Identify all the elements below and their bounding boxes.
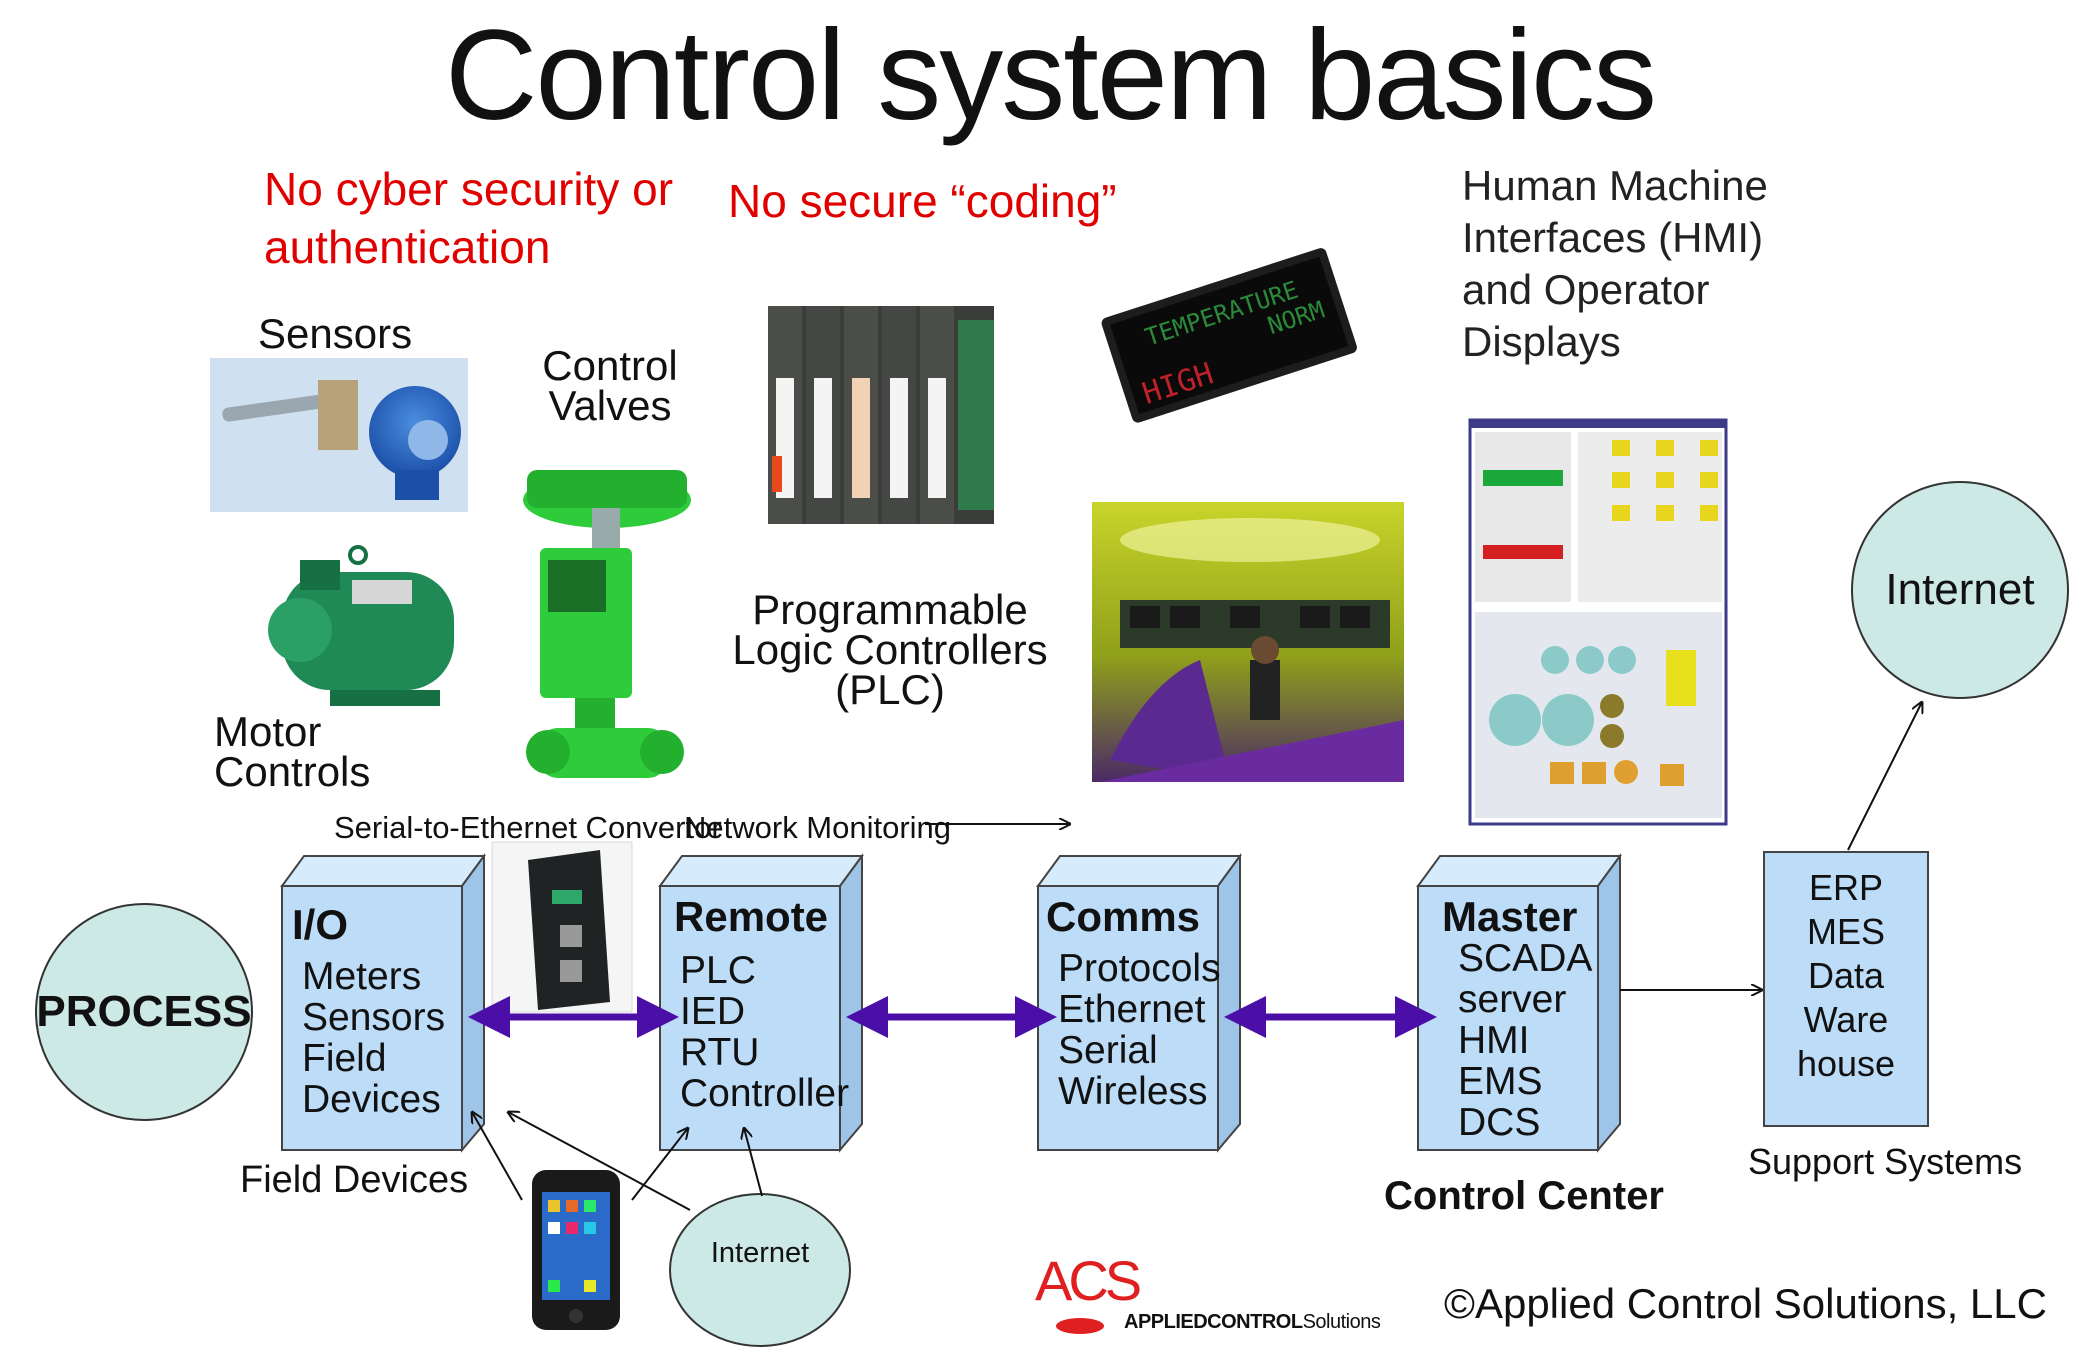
remote-item: Controller	[680, 1072, 850, 1115]
converter-photo	[491, 841, 633, 1013]
io-box-items: Meters Sensors Field Devices	[302, 956, 445, 1120]
label-line: Interfaces (HMI)	[1462, 214, 1764, 261]
label-line: Control	[542, 342, 678, 389]
internet-io-arrow	[508, 1112, 691, 1211]
master-item: EMS	[1458, 1060, 1543, 1103]
comms-item: Serial	[1058, 1029, 1158, 1072]
master-box-items: SCADA server HMI EMS DCS	[1458, 938, 1592, 1143]
support-item: ERP	[1808, 867, 1884, 908]
master-item: DCS	[1458, 1101, 1541, 1144]
support-box-items: ERP MES Data Ware house	[1764, 866, 1928, 1086]
label-network-monitoring: Network Monitoring	[684, 810, 952, 845]
warning-no-cyber-security: No cyber security or authentication	[264, 160, 673, 276]
acs-logo: ACS	[1035, 1249, 1144, 1334]
label-support-systems: Support Systems	[1748, 1141, 2023, 1182]
remote-box	[658, 852, 864, 1153]
hmi-screen-photo	[1468, 418, 1728, 826]
logo-text-bold: APPLIEDCONTROL	[1124, 1311, 1303, 1333]
label-control-center: Control Center	[1384, 1174, 1664, 1218]
process-label: PROCESS	[36, 987, 252, 1036]
process-node	[35, 903, 253, 1121]
control-valve-photo	[523, 470, 691, 778]
label-serial-to-ethernet: Serial-to-Ethernet Convertor	[334, 810, 722, 845]
comms-box	[1036, 852, 1242, 1153]
label-field-devices: Field Devices	[240, 1159, 469, 1201]
label-line: Motor	[214, 708, 322, 755]
support-item: Data	[1807, 955, 1885, 996]
label-line: Valves	[548, 382, 672, 429]
io-item: Meters	[302, 955, 422, 998]
plc-rack-photo	[768, 306, 994, 524]
io-box-header: I/O	[292, 901, 349, 948]
logo-text-light: Solutions	[1302, 1311, 1381, 1333]
label-control-valves: Control Valves	[530, 342, 690, 429]
logo-wordmark: APPLIEDCONTROLSolutions	[1124, 1310, 1381, 1334]
label-motor-controls: Motor Controls	[214, 708, 371, 795]
comms-item: Protocols	[1058, 947, 1221, 990]
label-line: (PLC)	[835, 666, 945, 713]
label-line: Logic Controllers	[732, 626, 1048, 673]
warning-no-secure-coding: No secure “coding”	[728, 175, 1117, 227]
label-sensors: Sensors	[258, 310, 413, 357]
master-box	[1416, 852, 1622, 1153]
remote-box-header: Remote	[674, 893, 829, 940]
io-item: Field	[302, 1037, 387, 1080]
remote-item: IED	[680, 990, 746, 1033]
copyright-notice: ©Applied Control Solutions, LLC	[1444, 1280, 2047, 1327]
warning-line: No cyber security or	[264, 163, 674, 215]
io-item: Sensors	[302, 996, 446, 1039]
remote-box-items: PLC IED RTU Controller	[680, 950, 849, 1114]
master-item: SCADA	[1458, 937, 1593, 980]
label-hmi: Human Machine Interfaces (HMI) and Opera…	[1462, 160, 1768, 368]
master-box-header: Master	[1442, 893, 1578, 940]
motor-photo	[268, 545, 454, 706]
label-plc: Programmable Logic Controllers (PLC)	[720, 586, 1060, 713]
master-item: HMI	[1458, 1019, 1530, 1062]
support-item: Ware	[1803, 999, 1889, 1040]
label-line: Human Machine	[1462, 162, 1768, 209]
warning-line: authentication	[264, 221, 551, 273]
support-item: MES	[1806, 911, 1885, 952]
comms-item: Wireless	[1058, 1070, 1208, 1113]
internet-node-bottom	[669, 1193, 851, 1347]
label-line: Controls	[214, 748, 371, 795]
smartphone-photo	[532, 1170, 620, 1330]
comms-box-items: Protocols Ethernet Serial Wireless	[1058, 948, 1221, 1112]
phone-remote-arrow	[631, 1128, 688, 1201]
page-title: Control system basics	[445, 4, 1657, 147]
comms-box-header: Comms	[1046, 893, 1201, 940]
remote-item: RTU	[680, 1031, 760, 1074]
label-line: Programmable	[752, 586, 1028, 633]
led-display-photo: TEMPERATURE NORM HIGH	[1101, 248, 1357, 423]
label-line: Displays	[1462, 318, 1621, 365]
internet-remote-arrow	[744, 1128, 763, 1197]
internet-node-top	[1851, 481, 2069, 699]
internet-bottom-label: Internet	[710, 1237, 810, 1269]
label-line: and Operator	[1462, 266, 1710, 313]
phone-io-arrow	[472, 1112, 523, 1201]
support-item: house	[1796, 1043, 1896, 1084]
support-systems-box	[1763, 851, 1929, 1127]
remote-item: PLC	[680, 949, 756, 992]
internet-top-label: Internet	[1885, 565, 2035, 614]
io-item: Devices	[302, 1078, 441, 1121]
sensor-photo	[210, 358, 468, 512]
support-internet-arrow	[1847, 702, 1922, 851]
logo-letters: ACS	[1035, 1249, 1140, 1312]
control-room-photo	[1092, 502, 1404, 782]
master-item: server	[1458, 978, 1567, 1021]
io-box	[280, 852, 486, 1153]
comms-item: Ethernet	[1058, 988, 1206, 1031]
